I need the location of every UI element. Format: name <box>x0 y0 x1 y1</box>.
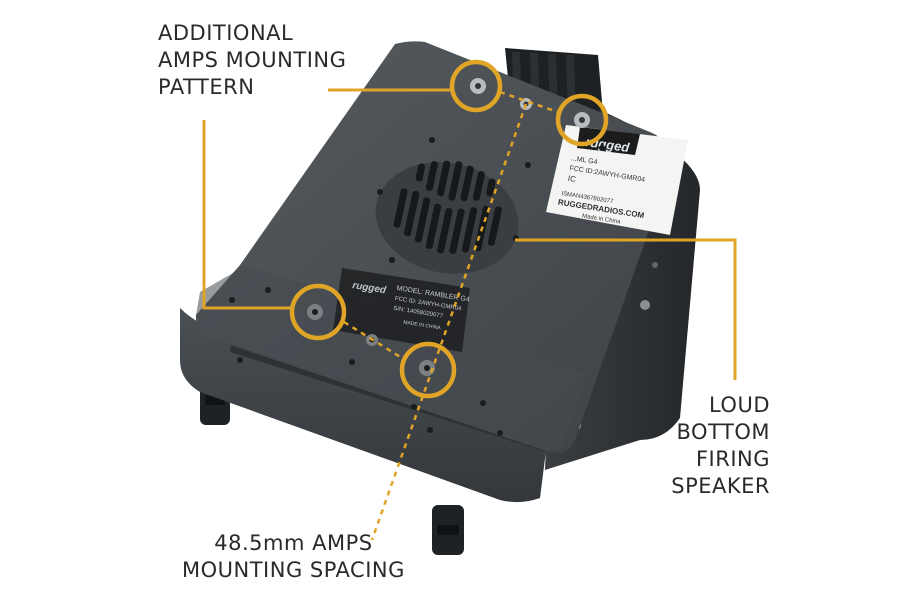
body-screws <box>229 137 605 436</box>
center-label-sticker: rugged MODEL: RAMBLER G4 FCC ID: 2AWYH-G… <box>333 268 470 352</box>
callout-additional-line-2: AMPS MOUNTING <box>158 48 347 72</box>
center-sticker-brand: rugged <box>352 280 388 296</box>
callout-speaker-line-3: FIRING <box>695 447 770 471</box>
leader-lines <box>202 88 737 380</box>
circle-top-left-mount <box>449 59 503 113</box>
circle-bottom-right-mount <box>399 341 457 399</box>
callout-spacing-line-1: 48.5mm AMPS <box>214 531 373 555</box>
callout-additional-mounting-pattern: ADDITIONAL AMPS MOUNTING PATTERN <box>158 20 346 101</box>
callout-mounting-spacing: 48.5mm AMPS MOUNTING SPACING <box>182 530 405 584</box>
circle-top-right-mount <box>555 93 609 147</box>
callout-circles <box>289 59 609 399</box>
top-label-sticker: rugged ...ML G4 FCC ID:2AWYH-GMR04 IC IS… <box>546 125 688 235</box>
top-sticker-line-1: ...ML G4 <box>570 155 597 166</box>
callout-additional-line-1: ADDITIONAL <box>158 21 294 45</box>
callout-speaker-line-4: SPEAKER <box>671 474 770 498</box>
top-sticker-line-3: IC <box>567 174 577 184</box>
callout-speaker-line-2: BOTTOM <box>676 420 770 444</box>
callout-speaker-line-1: LOUD <box>708 393 770 417</box>
callout-additional-line-3: PATTERN <box>158 75 255 99</box>
circle-bottom-left-mount <box>289 283 347 341</box>
dashed-guides <box>343 90 559 541</box>
speaker-grille <box>375 160 519 274</box>
center-sticker-line-4: MADE IN CHINA <box>403 320 442 332</box>
callout-speaker: LOUD BOTTOM FIRING SPEAKER <box>671 392 770 500</box>
callout-spacing-line-2: MOUNTING SPACING <box>182 558 405 582</box>
